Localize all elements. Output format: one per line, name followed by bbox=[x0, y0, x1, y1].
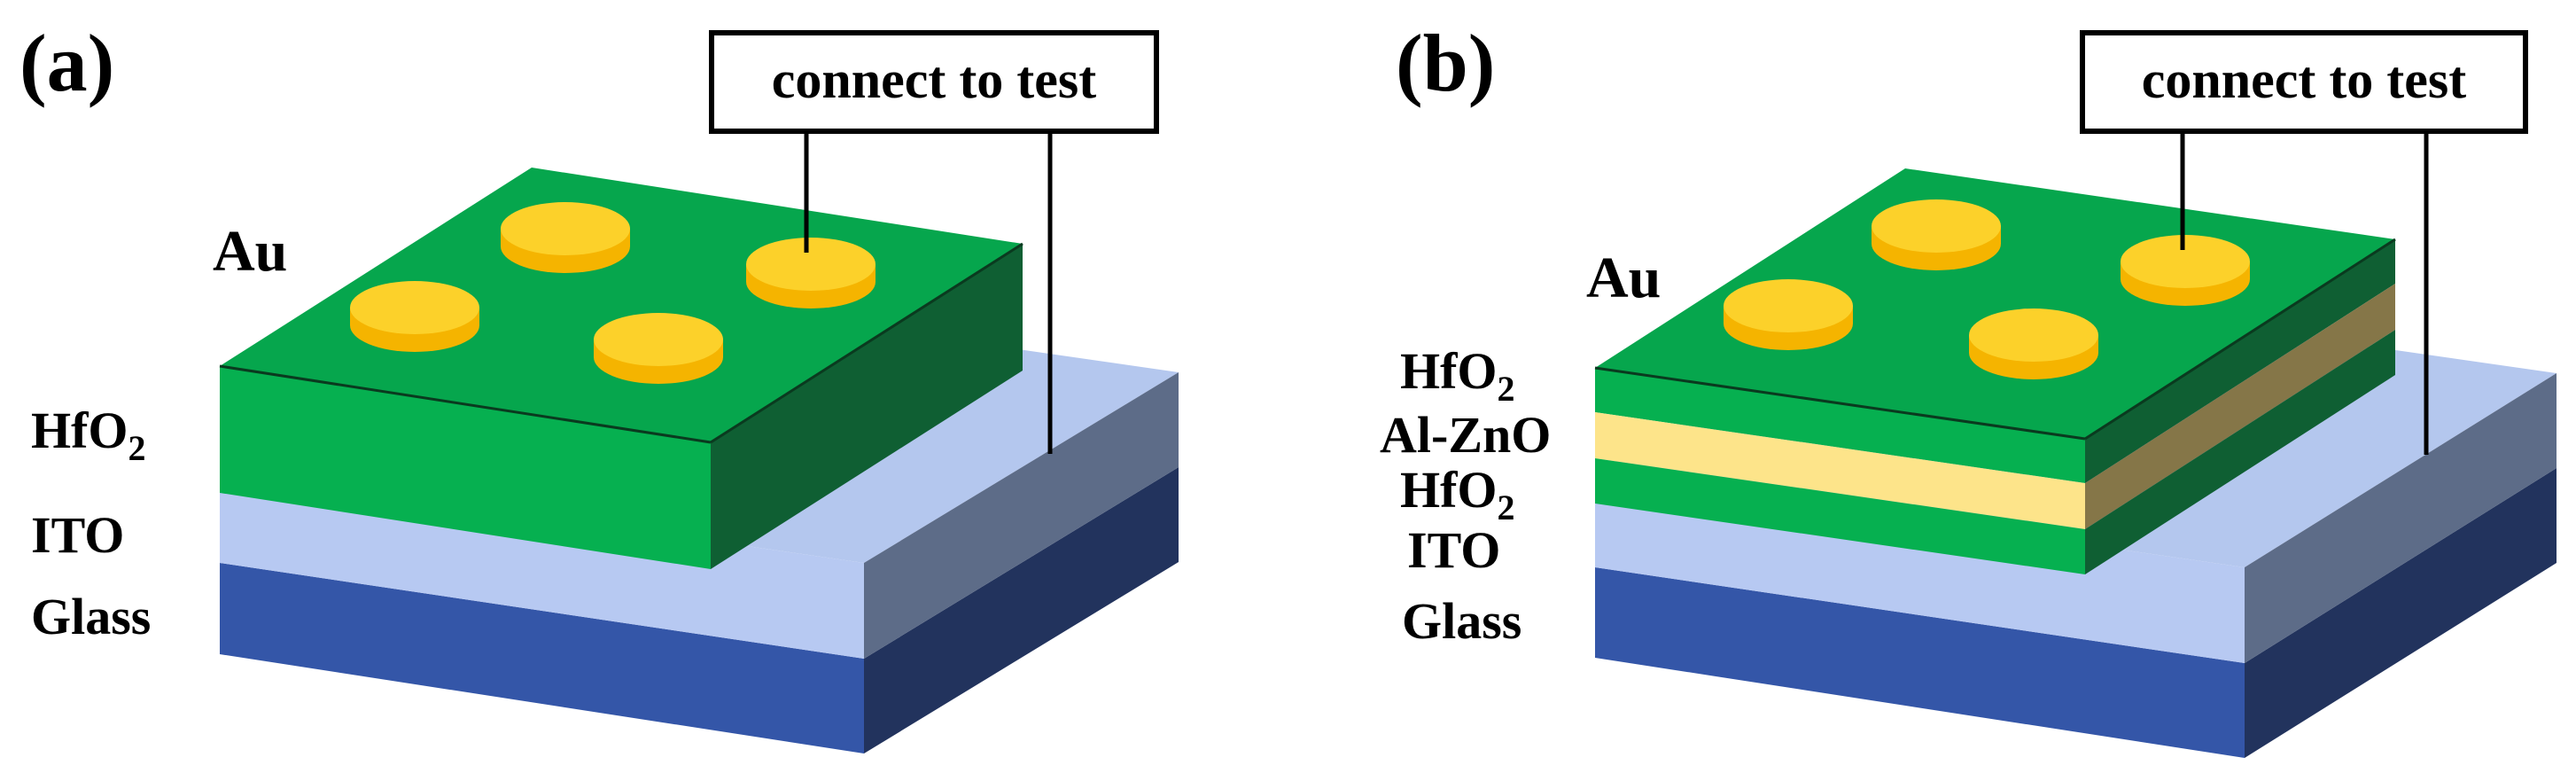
panel-a: (a) c bbox=[19, 18, 1179, 753]
panel-a-test-box-label: connect to test bbox=[772, 51, 1097, 109]
panel-a-hfo2-top bbox=[220, 168, 1023, 442]
panel-a-ito-side bbox=[864, 372, 1179, 659]
panel-a-au-electrode-1 bbox=[501, 202, 630, 273]
panel-a-au-electrode-4 bbox=[594, 313, 723, 384]
panel-a-label: (a) bbox=[19, 18, 114, 108]
panel-a-layer-ito: ITO bbox=[31, 506, 124, 564]
panel-b-hfo2-lower-side bbox=[2085, 330, 2395, 574]
panel-a-au-label: Au bbox=[213, 219, 287, 284]
panel-b-hfo2-upper-front bbox=[1595, 368, 2085, 483]
panel-b-test-box bbox=[2080, 30, 2528, 134]
panel-a-hfo2-edge-2 bbox=[710, 242, 1023, 444]
panel-b-stack-edge-2 bbox=[2084, 238, 2396, 441]
panel-b-au-electrode-1 bbox=[1872, 199, 2001, 270]
panel-b-au-electrode-4 bbox=[1969, 308, 2098, 379]
panel-a-layer-glass: Glass bbox=[31, 588, 151, 645]
panel-b-stack-edge bbox=[1594, 366, 2086, 441]
panel-b-hfo2-lower-front bbox=[1595, 458, 2085, 574]
panel-b-layer-hfo2-upper: HfO2 bbox=[1400, 342, 1515, 409]
panel-b-ito-side bbox=[2245, 373, 2557, 663]
panel-b: (b) bbox=[1380, 18, 2557, 758]
panel-a-au-electrode-3 bbox=[746, 238, 876, 308]
panel-a-glass-side bbox=[864, 467, 1179, 753]
panel-a-glass-front bbox=[220, 563, 864, 753]
panel-b-glass-front bbox=[1595, 567, 2245, 758]
panel-b-label: (b) bbox=[1396, 18, 1495, 108]
panel-a-layer-hfo2: HfO2 bbox=[31, 402, 146, 468]
panel-a-hfo2-front bbox=[220, 366, 711, 569]
panel-b-layer-glass: Glass bbox=[1402, 592, 1521, 650]
panel-a-hfo2-edge bbox=[219, 364, 712, 444]
panel-b-glass-side bbox=[2245, 468, 2557, 758]
panel-b-hfo2-upper-side bbox=[2085, 239, 2395, 483]
panel-b-test-box-label: connect to test bbox=[2142, 51, 2467, 109]
panel-b-au-electrode-3 bbox=[2121, 235, 2250, 306]
panel-b-au-electrode-2 bbox=[1724, 279, 1853, 350]
panel-b-layer-ito: ITO bbox=[1407, 521, 1500, 579]
panel-a-test-box bbox=[709, 30, 1159, 134]
panel-b-alzno-front bbox=[1595, 412, 2085, 529]
panel-b-layer-alzno: Al-ZnO bbox=[1380, 406, 1551, 464]
panel-b-au-label: Au bbox=[1586, 246, 1661, 310]
panel-a-hfo2-side bbox=[711, 244, 1023, 569]
panel-a-au-electrode-2 bbox=[350, 281, 479, 352]
panel-b-layer-hfo2-lower: HfO2 bbox=[1400, 461, 1515, 527]
panel-b-alzno-side bbox=[2085, 284, 2395, 529]
